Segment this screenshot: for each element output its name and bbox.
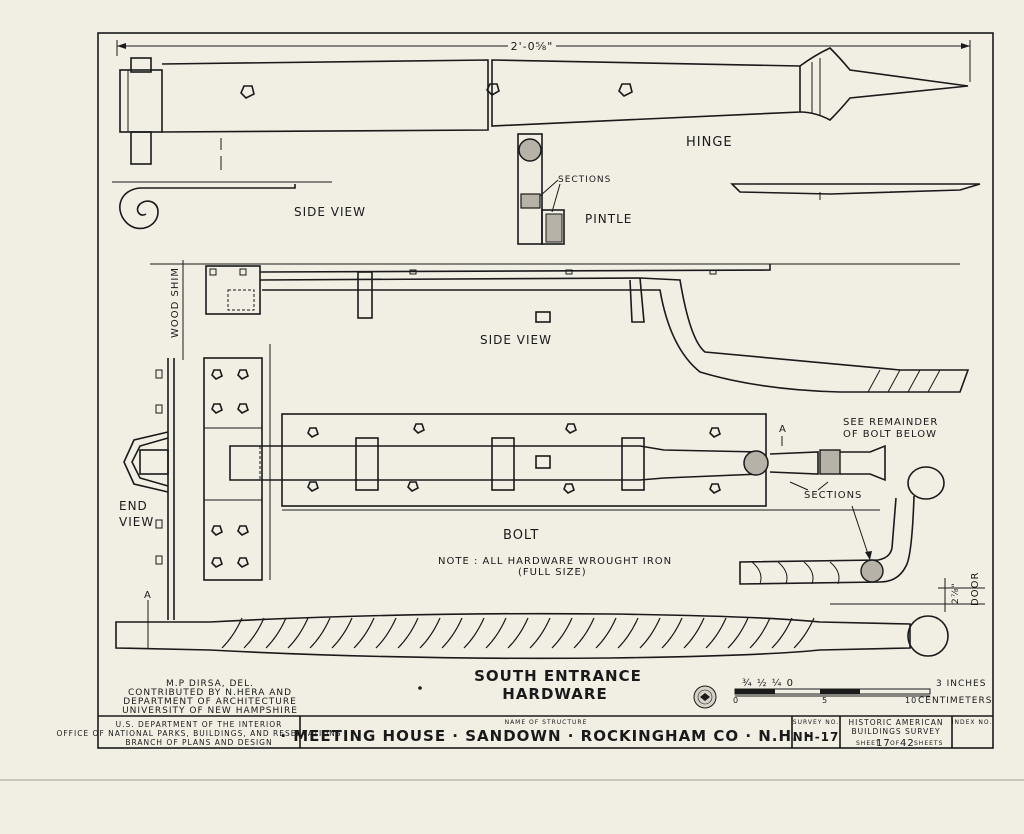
survey-caption: SURVEY NO. (793, 719, 839, 726)
overall-dimension: 2'-0⅝" (116, 38, 971, 82)
twist-line (265, 617, 287, 649)
wood-shim-label: WOOD SHIM (170, 267, 181, 338)
end-view (123, 358, 175, 620)
sections-label-bolt: SECTIONS (804, 490, 862, 501)
twist-line (243, 617, 265, 649)
scale-tick-5: 5 (822, 696, 828, 705)
scale-tick-10: 10 (905, 696, 917, 705)
end-view-label-2: VIEW (119, 515, 154, 529)
sheet-number: 17 (876, 738, 891, 749)
credit-line-3: DEPARTMENT OF ARCHITECTURE (123, 697, 297, 707)
twist-line (397, 617, 419, 649)
note-label-1: NOTE : ALL HARDWARE WROUGHT IRON (438, 556, 672, 567)
bolt-label: BOLT (503, 528, 539, 543)
twist-line (309, 617, 331, 649)
habs-line-1: HISTORIC AMERICAN (849, 718, 944, 727)
pintle-label: PINTLE (585, 212, 632, 226)
of-word: OF (890, 740, 900, 747)
twist-line (375, 617, 397, 649)
credit-line-4: UNIVERSITY OF NEW HAMPSHIRE (122, 706, 298, 716)
sections-label-pintle: SECTIONS (558, 175, 611, 185)
marker-a-bottom: A (144, 590, 152, 601)
twist-line (221, 617, 243, 649)
note-label-2: (FULL SIZE) (518, 567, 587, 578)
hinge-side-view (112, 181, 981, 230)
twist-line (353, 617, 375, 649)
scale-bar: ¾ ½ ¼ 0 3 INCHES 0 5 10 CENTIMETERS (733, 677, 992, 706)
hinge-label: HINGE (686, 135, 733, 150)
twist-line (507, 617, 529, 649)
scale-inches-label: 3 INCHES (936, 679, 986, 689)
index-caption: INDEX NO. (952, 719, 993, 726)
see-remainder-label-1: SEE REMAINDER (843, 417, 938, 428)
hinge-plan (119, 47, 969, 170)
sheet-total: 42 (900, 738, 915, 749)
twist-line (683, 617, 705, 649)
drawing-title-line-1: SOUTH ENTRANCE (474, 667, 642, 685)
door-dimension: 2⅞" (951, 582, 961, 604)
agency-line-1: U.S. DEPARTMENT OF THE INTERIOR (116, 720, 283, 729)
bolt-remainder (739, 466, 985, 612)
structure-name: · MEETING HOUSE · SANDOWN · ROCKINGHAM C… (280, 727, 811, 745)
title-block (98, 715, 993, 748)
bolt-twisted-shank (115, 600, 949, 660)
twist-line (661, 617, 683, 649)
scale-fractions: ¾ ½ ¼ 0 (742, 677, 794, 689)
agency-line-2: OFFICE OF NATIONAL PARKS, BUILDINGS, AND… (56, 729, 341, 738)
survey-number: NH-17 (793, 730, 840, 744)
sheet-word: SHEET (856, 740, 881, 747)
twist-line (287, 617, 309, 649)
credit-line-2: CONTRIBUTED BY N.HERA AND (128, 688, 292, 698)
drawing-border (97, 32, 994, 749)
pintle (517, 133, 565, 245)
door-label: DOOR (970, 572, 981, 606)
twist-line (793, 617, 815, 649)
bolt-twist-lines (221, 617, 815, 649)
structure-caption: NAME OF STRUCTURE (505, 719, 588, 726)
twist-line (529, 617, 551, 649)
see-remainder-label-2: OF BOLT BELOW (843, 429, 937, 440)
twist-line (331, 617, 353, 649)
twist-line (573, 617, 595, 649)
credit-line-1: M.P DIRSA, DEL. (166, 679, 254, 689)
side-view-label-hinge: SIDE VIEW (294, 205, 366, 219)
twist-line (749, 617, 771, 649)
twist-line (705, 617, 727, 649)
end-view-label-1: END (119, 499, 148, 513)
twist-line (727, 617, 749, 649)
marker-a-top: A (779, 424, 787, 435)
twist-line (551, 617, 573, 649)
twist-line (441, 617, 463, 649)
agency-line-3: BRANCH OF PLANS AND DESIGN (125, 738, 272, 747)
habs-seal-icon (693, 685, 717, 709)
twist-line (419, 617, 441, 649)
twist-line (639, 617, 661, 649)
twist-line (771, 617, 793, 649)
dimension-label: 2'-0⅝" (511, 40, 554, 53)
bolt-plan (203, 344, 886, 581)
sheets-word: SHEETS (914, 740, 943, 747)
side-view-label-bolt: SIDE VIEW (480, 333, 552, 347)
twist-line (617, 617, 639, 649)
twist-line (485, 617, 507, 649)
twist-line (595, 617, 617, 649)
scale-centimeters-label: CENTIMETERS (918, 696, 992, 706)
habs-line-2: BUILDINGS SURVEY (851, 727, 940, 736)
twist-line (463, 617, 485, 649)
scale-tick-0: 0 (733, 696, 739, 705)
drawing-title-line-2: HARDWARE (502, 685, 607, 703)
bolt-side-view (150, 260, 970, 393)
